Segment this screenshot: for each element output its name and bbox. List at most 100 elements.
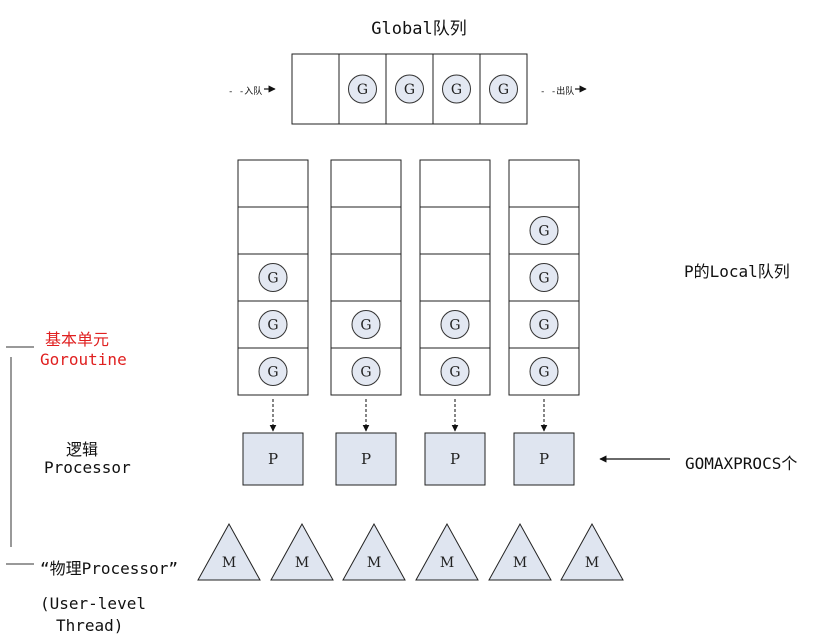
- goroutine-label: G: [538, 271, 549, 287]
- thread-note-line2: Thread): [56, 616, 124, 635]
- global-queue-goroutine: G: [442, 74, 471, 104]
- goroutine-label: G: [360, 365, 371, 381]
- goroutine-circle: [529, 310, 559, 339]
- processor-label: P: [361, 450, 371, 468]
- goroutine-circle: [440, 310, 470, 339]
- gomaxprocs-label: GOMAXPROCS个: [685, 454, 798, 473]
- local-queue-goroutine: G: [351, 310, 381, 339]
- goroutine-label: G: [538, 318, 549, 334]
- thread-shape: [270, 522, 334, 581]
- local-queue-goroutine: G: [440, 357, 470, 386]
- thread-shape: [415, 522, 479, 581]
- enqueue-text: 入队: [244, 87, 263, 97]
- local-queue-slot: [237, 206, 309, 255]
- global-queue-goroutine: G: [395, 74, 424, 104]
- goroutine-label: G: [498, 82, 509, 98]
- local-queue-slot: [330, 159, 402, 208]
- local-queue-goroutine: G: [258, 263, 288, 292]
- local-queue-column: GG: [419, 159, 491, 396]
- goroutine-label: G: [404, 82, 415, 98]
- local-queue-label: P的Local队列: [684, 262, 790, 281]
- local-queue-goroutine: G: [529, 263, 559, 292]
- thread-legend-label: “物理Processor”: [40, 559, 178, 578]
- thread-label: M: [295, 555, 309, 571]
- dequeue-dash: - -: [540, 87, 557, 97]
- thread-label: M: [585, 555, 599, 571]
- thread-shape: [488, 522, 552, 581]
- local-queue-column: GG: [330, 159, 402, 396]
- thread-label: M: [222, 555, 236, 571]
- local-queue-column: G G G: [237, 159, 309, 396]
- local-queue-slot: [419, 253, 491, 302]
- local-queue-slot: [330, 206, 402, 255]
- local-queue-goroutine: G: [529, 357, 559, 386]
- local-queue-slot: [419, 206, 491, 255]
- local-queue-slot: [508, 347, 580, 396]
- goroutine-label: G: [538, 365, 549, 381]
- thread-shape: [560, 522, 624, 581]
- goroutine-circle: [348, 74, 377, 104]
- thread-triangle: M: [197, 522, 261, 581]
- processor-legend-line1: 逻辑: [66, 440, 99, 459]
- local-queue-slot: [419, 159, 491, 208]
- processor-rect: [242, 432, 304, 486]
- thread-triangle: M: [488, 522, 552, 581]
- thread-triangle: M: [270, 522, 334, 581]
- goroutine-label: G: [538, 224, 549, 240]
- processor-rect: [513, 432, 575, 486]
- goroutine-circle: [351, 310, 381, 339]
- goroutine-label: G: [357, 82, 368, 98]
- goroutine-legend-line1: 基本单元: [45, 330, 110, 349]
- local-queue-goroutine: G: [258, 310, 288, 339]
- goroutine-circle: [489, 74, 518, 104]
- dequeue-label: - -出队: [540, 84, 574, 97]
- global-queue-slot: [291, 53, 340, 125]
- global-queue-title: Global队列: [371, 19, 467, 39]
- local-queue-slot: [330, 253, 402, 302]
- goroutine-label: G: [267, 365, 278, 381]
- local-queue-goroutine: G: [258, 357, 288, 386]
- goroutine-circle: [258, 310, 288, 339]
- processor-label: P: [450, 450, 460, 468]
- local-queue-slot: [508, 159, 580, 208]
- thread-label: M: [513, 555, 527, 571]
- thread-triangle: M: [342, 522, 406, 581]
- thread-shape: [197, 522, 261, 581]
- processor-rect: [424, 432, 486, 486]
- local-queue-goroutine: G: [529, 310, 559, 339]
- goroutine-label: G: [267, 318, 278, 334]
- local-queue-column: G G G G: [508, 159, 580, 396]
- goroutine-label: G: [449, 318, 460, 334]
- goroutine-label: G: [449, 365, 460, 381]
- processor-label: P: [539, 450, 549, 468]
- dequeue-text: 出队: [556, 87, 575, 97]
- local-queue-goroutine: G: [351, 357, 381, 386]
- local-queue-goroutine: G: [529, 216, 559, 245]
- processor-box: P: [513, 432, 575, 486]
- goroutine-label: G: [360, 318, 371, 334]
- thread-triangle: M: [560, 522, 624, 581]
- processor-legend-line2: Processor: [44, 458, 131, 477]
- goroutine-circle: [440, 357, 470, 386]
- thread-note-line1: (User-level: [40, 594, 146, 613]
- processor-rect: [335, 432, 397, 486]
- goroutine-legend-line2: Goroutine: [40, 350, 127, 369]
- goroutine-circle: [529, 263, 559, 292]
- global-queue-goroutine: G: [489, 74, 518, 104]
- thread-shape: [342, 522, 406, 581]
- goroutine-circle: [529, 357, 559, 386]
- goroutine-circle: [258, 263, 288, 292]
- local-queue-goroutine: G: [440, 310, 470, 339]
- goroutine-circle: [395, 74, 424, 104]
- local-queue-slot: [237, 159, 309, 208]
- enqueue-label: - -入队: [228, 84, 262, 97]
- processor-box: P: [335, 432, 397, 486]
- thread-triangle: M: [415, 522, 479, 581]
- goroutine-label: G: [451, 82, 462, 98]
- goroutine-label: G: [267, 271, 278, 287]
